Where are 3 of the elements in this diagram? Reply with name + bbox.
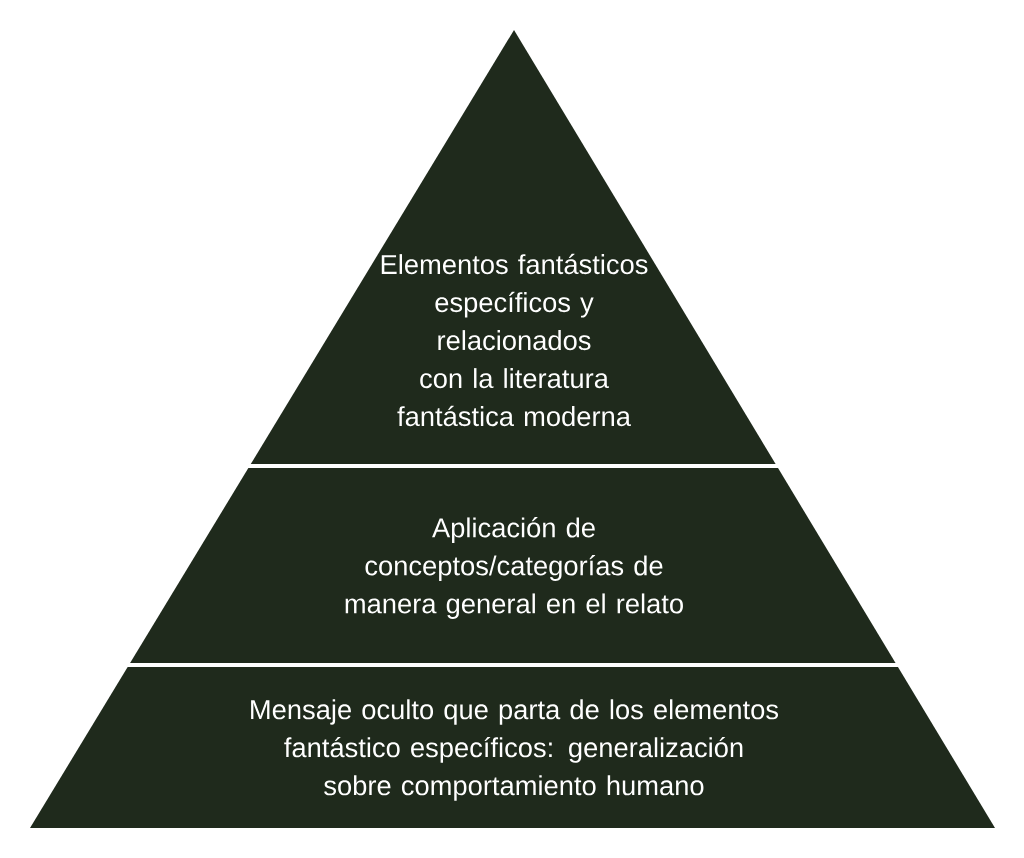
pyramid-level: Mensaje oculto que parta de los elementos fantástico específicos: generalización sobre comportamiento humano <box>30 667 995 828</box>
pyramid-level: Elementos fantásticos específicos y relacionados con la literatura fantástica moderna <box>250 30 776 464</box>
pyramid-level: Aplicación de conceptos/categorías de manera general en el relato <box>130 468 896 663</box>
